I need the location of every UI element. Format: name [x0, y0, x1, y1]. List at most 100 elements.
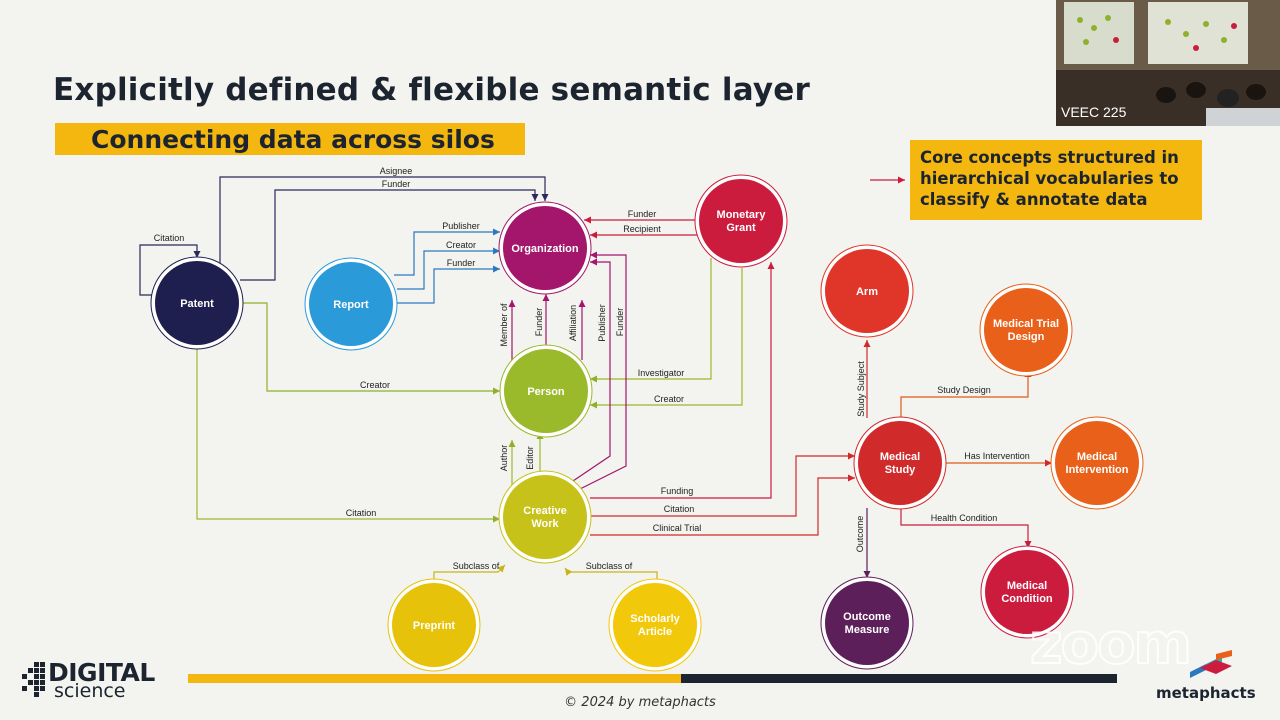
- edge-grant-creator: [590, 268, 743, 409]
- edge-report-creator: [397, 247, 500, 290]
- label-patent-citation: Citation: [154, 233, 185, 243]
- label-person-funder: Funder: [534, 308, 544, 337]
- node-medical-intervention: Medical Intervention: [1050, 416, 1144, 510]
- edge-cw-funder: [577, 251, 627, 491]
- callout-line-1: Core concepts structured in: [920, 148, 1179, 167]
- label-investigator: Investigator: [638, 368, 685, 378]
- node-label: Measure: [845, 624, 890, 636]
- node-label: Creative: [523, 505, 566, 517]
- slide-title: Explicitly defined & flexible semantic l…: [53, 72, 810, 108]
- node-creative-work: Creative Work: [498, 470, 592, 564]
- node-label: Condition: [1001, 593, 1053, 605]
- edge-preprint-subclass: [433, 564, 506, 580]
- node-label: Design: [1008, 331, 1045, 343]
- label-preprint-subclass: Subclass of: [453, 561, 500, 571]
- node-medical-trial-design: Medical Trial Design: [979, 283, 1073, 377]
- label-report-publisher: Publisher: [442, 221, 480, 231]
- node-medical-condition: Medical Condition: [980, 545, 1074, 639]
- edge-report-funder: [394, 265, 500, 304]
- node-report: Report: [304, 257, 398, 351]
- label-study-design: Study Design: [937, 385, 991, 395]
- copyright-text: © 2024 by metaphacts: [564, 695, 716, 710]
- node-label: Study: [885, 464, 916, 476]
- node-label: Article: [638, 626, 672, 638]
- label-article-subclass: Subclass of: [586, 561, 633, 571]
- label-author: Author: [499, 445, 509, 472]
- node-scholarly-article: Scholarly Article: [608, 578, 702, 672]
- label-has-intervention: Has Intervention: [964, 451, 1030, 461]
- node-preprint: Preprint: [387, 578, 481, 672]
- digital-science-mark-icon: [22, 662, 45, 697]
- node-arm: Arm: [820, 244, 914, 338]
- label-asignee: Asignee: [380, 166, 413, 176]
- node-outcome-measure: Outcome Measure: [820, 576, 914, 670]
- edge-clinical-trial: [590, 474, 855, 536]
- label-outcome: Outcome: [855, 516, 865, 553]
- node-label: Arm: [856, 286, 878, 298]
- node-monetary-grant: Monetary Grant: [694, 174, 788, 268]
- node-patent: Patent: [150, 256, 244, 350]
- bottom-bar-dark: [681, 674, 1117, 683]
- label-patent-citation-cw: Citation: [346, 508, 377, 518]
- node-organization: Organization: [498, 201, 592, 295]
- node-person: Person: [499, 344, 593, 438]
- edge-article-subclass: [564, 567, 658, 580]
- label-cw-funder: Funder: [615, 308, 625, 337]
- node-label: Medical Trial: [993, 318, 1059, 330]
- label-report-creator: Creator: [446, 240, 476, 250]
- label-grant-recipient: Recipient: [623, 224, 661, 234]
- edge-cw-citation: [590, 452, 855, 517]
- digital-science-logo: DIGITAL science: [20, 658, 170, 704]
- edge-study-design: [900, 370, 1032, 418]
- edge-report-publisher: [394, 228, 500, 276]
- video-thumbnail[interactable]: VEEC 225: [1056, 0, 1280, 126]
- label-cw-citation: Citation: [664, 504, 695, 514]
- node-label: Person: [527, 386, 565, 398]
- label-funding: Funding: [661, 486, 694, 496]
- label-editor: Editor: [525, 446, 535, 470]
- bottom-bar-yellow: [188, 674, 681, 683]
- edge-grant-investigator: [590, 258, 712, 383]
- node-label: Medical: [1007, 580, 1047, 592]
- callout-line-2: hierarchical vocabularies to: [920, 169, 1179, 188]
- label-grant-creator: Creator: [654, 394, 684, 404]
- metaphacts-wordmark: metaphacts: [1156, 684, 1256, 702]
- digital-wordmark: DIGITAL: [48, 658, 155, 687]
- label-patent-funder: Funder: [382, 179, 411, 189]
- node-label: Medical: [880, 451, 920, 463]
- node-label: Medical: [1077, 451, 1117, 463]
- science-wordmark: science: [54, 680, 126, 702]
- metaphacts-logo: metaphacts: [1150, 650, 1262, 702]
- node-label: Scholarly: [630, 613, 680, 625]
- subtitle-text: Connecting data across silos: [91, 125, 495, 154]
- node-label: Monetary: [717, 209, 767, 221]
- callout-box: Core concepts structured in hierarchical…: [910, 140, 1202, 220]
- label-patent-creator: Creator: [360, 380, 390, 390]
- edge-patent-citation-cw: [196, 348, 500, 523]
- label-grant-funder: Funder: [628, 209, 657, 219]
- edge-cw-publisher: [569, 258, 611, 484]
- edge-funding: [590, 262, 775, 499]
- subtitle-band: Connecting data across silos: [55, 123, 525, 155]
- node-label: Work: [531, 518, 559, 530]
- edge-asignee: [219, 176, 549, 265]
- node-label: Report: [333, 299, 369, 311]
- metaphacts-mark-icon: [1190, 650, 1232, 678]
- classroom-scene-image: [1056, 0, 1280, 126]
- node-label: Intervention: [1066, 464, 1129, 476]
- zoom-watermark: zoom: [1029, 611, 1193, 678]
- node-label: Grant: [726, 222, 756, 234]
- label-member-of: Member of: [499, 303, 509, 347]
- label-health-condition: Health Condition: [931, 513, 998, 523]
- edge-patent-citation: [139, 244, 201, 296]
- edge-health-condition: [900, 508, 1032, 548]
- edges: [139, 176, 1052, 580]
- node-medical-study: Medical Study: [853, 416, 947, 510]
- label-clinical-trial: Clinical Trial: [653, 523, 702, 533]
- edge-patent-funder: [240, 189, 539, 281]
- callout-line-3: classify & annotate data: [920, 190, 1148, 209]
- node-label: Outcome: [843, 611, 891, 623]
- node-label: Preprint: [413, 620, 456, 632]
- node-label: Patent: [180, 298, 214, 310]
